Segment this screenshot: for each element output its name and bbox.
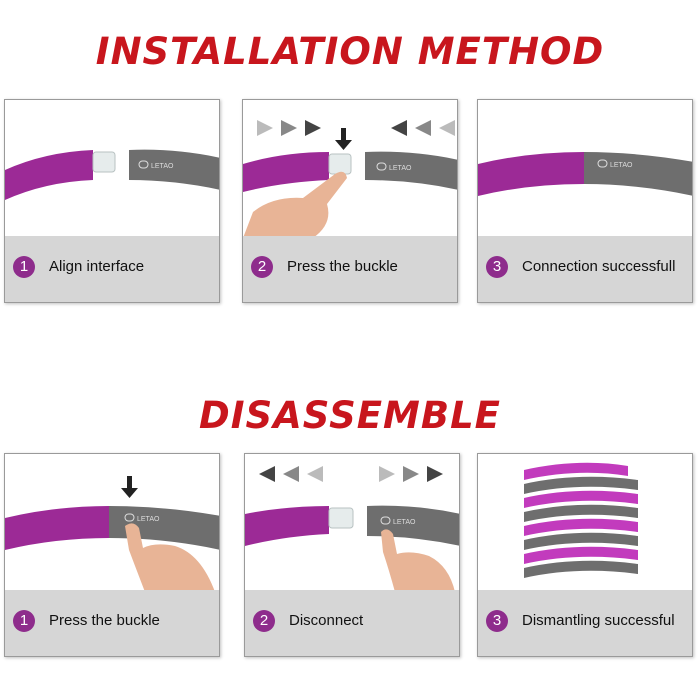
finger-hand-icon	[381, 529, 455, 592]
install-step-2-panel: LETAO 2 Press the buckle	[242, 99, 458, 303]
tube-connector-pin	[328, 507, 354, 529]
install-step-3-panel: LETAO 3 Connection successfull	[477, 99, 693, 303]
finger-hand-icon	[125, 523, 215, 592]
brand-label: LETAO	[389, 165, 412, 172]
brand-logo-icon: LETAO	[376, 162, 412, 172]
step-number-badge: 2	[253, 610, 275, 632]
step-caption: Dismantling successful	[522, 612, 675, 629]
triangle-right-icon	[379, 466, 443, 482]
step-caption: Press the buckle	[49, 612, 160, 629]
align-interface-illustration: LETAO	[5, 149, 219, 200]
triangle-left-icon	[391, 120, 455, 136]
disassemble-title: DISASSEMBLE	[199, 394, 501, 437]
brand-logo-icon: LETAO	[597, 159, 633, 169]
brand-label: LETAO	[610, 162, 633, 169]
step-caption: Connection successfull	[522, 258, 676, 275]
brand-logo-icon: LETAO	[124, 513, 160, 523]
tube-connector-pin	[328, 153, 352, 175]
disconnect-illustration: LETAO	[245, 466, 459, 592]
caption-bar: 3 Connection successfull	[478, 236, 692, 302]
brand-label: LETAO	[137, 516, 160, 523]
caption-bar: 1 Press the buckle	[5, 590, 219, 656]
purple-tube-segment	[5, 506, 109, 550]
step-number-badge: 2	[251, 256, 273, 278]
disassemble-step-1-panel: LETAO 1 Press the buckle	[4, 453, 220, 657]
caption-bar: 3 Dismantling successful	[478, 590, 692, 656]
brand-logo-icon: LETAO	[138, 160, 174, 170]
stacked-tube-segments	[524, 462, 638, 578]
brand-label: LETAO	[393, 519, 416, 526]
step-number-badge: 1	[13, 610, 35, 632]
arrow-down-icon	[335, 128, 352, 150]
purple-tube-segment	[478, 152, 584, 196]
purple-tube-segment	[243, 152, 329, 192]
disassemble-step-2-panel: LETAO 2 Disconnect	[244, 453, 460, 657]
installation-title: INSTALLATION METHOD	[95, 30, 605, 73]
purple-tube-segment	[5, 150, 93, 200]
dismantled-segments-illustration	[524, 462, 638, 578]
grey-tube-segment	[584, 152, 692, 196]
connection-success-illustration: LETAO	[478, 152, 692, 196]
caption-bar: 1 Align interface	[5, 236, 219, 302]
grey-tube-segment	[129, 149, 219, 190]
triangle-left-icon	[259, 466, 323, 482]
press-buckle-illustration: LETAO	[243, 120, 457, 238]
caption-bar: 2 Disconnect	[245, 590, 459, 656]
brand-label: LETAO	[151, 163, 174, 170]
tube-connector-pin	[92, 151, 116, 173]
step-caption: Align interface	[49, 258, 145, 275]
purple-tube-segment	[245, 506, 329, 546]
step-caption: Disconnect	[289, 612, 364, 629]
install-step-1-panel: LETAO 1 Align interface	[4, 99, 220, 303]
press-buckle-illustration: LETAO	[5, 476, 219, 592]
step-caption: Press the buckle	[287, 258, 398, 275]
arrow-down-icon	[121, 476, 138, 498]
step-number-badge: 1	[13, 256, 35, 278]
step-number-badge: 3	[486, 256, 508, 278]
grey-tube-segment	[365, 151, 457, 190]
finger-hand-icon	[243, 171, 347, 238]
caption-bar: 2 Press the buckle	[243, 236, 457, 302]
disassemble-step-3-panel: 3 Dismantling successful	[477, 453, 693, 657]
triangle-right-icon	[257, 120, 321, 136]
step-number-badge: 3	[486, 610, 508, 632]
brand-logo-icon: LETAO	[380, 516, 416, 526]
